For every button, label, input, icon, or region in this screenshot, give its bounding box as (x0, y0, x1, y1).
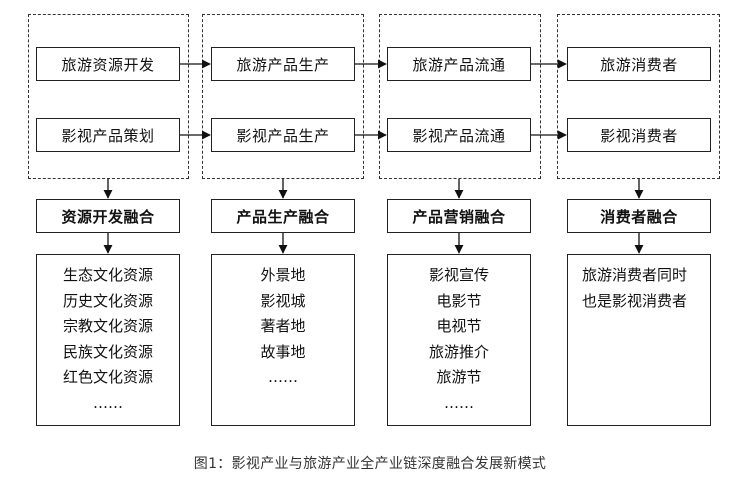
group-product-marketing (379, 14, 541, 179)
group-consumer (557, 14, 720, 179)
list-item: 电影节 (436, 291, 482, 310)
list-item: 历史文化资源 (62, 291, 153, 310)
tourism-product-production-box: 旅游产品生产 (211, 47, 355, 81)
tourism-product-circulation-box: 旅游产品流通 (387, 47, 531, 81)
resource-list: 生态文化资源 历史文化资源 宗教文化资源 民族文化资源 红色文化资源 …… (36, 254, 180, 426)
tourism-consumer-box: 旅游消费者 (567, 47, 711, 81)
film-product-circulation-box: 影视产品流通 (387, 118, 531, 152)
tourism-resource-development-box: 旅游资源开发 (36, 47, 180, 81)
list-item: 民族文化资源 (62, 342, 153, 361)
list-item: …… (268, 368, 298, 386)
consumer-description: 旅游消费者同时也是影视消费者 (567, 254, 711, 426)
list-item: 故事地 (260, 342, 306, 361)
list-item: 影视宣传 (428, 266, 489, 284)
list-item: …… (444, 393, 474, 412)
group-product-production (202, 14, 364, 179)
marketing-list: 影视宣传 电影节 电视节 旅游推介 旅游节 …… (387, 254, 531, 426)
list-item: 旅游推介 (428, 342, 489, 361)
group-resource-development (28, 14, 189, 179)
production-list: 外景地 影视城 著者地 故事地 …… (211, 254, 355, 426)
list-item: 外景地 (260, 266, 306, 284)
list-item: 影视城 (260, 291, 306, 310)
list-item: 红色文化资源 (62, 368, 153, 386)
list-item: 著者地 (260, 317, 306, 335)
product-production-fusion-header: 产品生产融合 (211, 199, 355, 233)
list-item: 生态文化资源 (62, 266, 153, 284)
list-item: 电视节 (436, 317, 482, 335)
consumer-fusion-header: 消费者融合 (567, 199, 711, 233)
figure-caption: 图1：影视产业与旅游产业全产业链深度融合发展新模式 (193, 456, 547, 472)
product-marketing-fusion-header: 产品营销融合 (387, 199, 531, 233)
film-product-planning-box: 影视产品策划 (36, 118, 180, 152)
list-item: 旅游节 (436, 368, 482, 386)
list-item: 宗教文化资源 (62, 317, 153, 335)
film-consumer-box: 影视消费者 (567, 118, 711, 152)
resource-development-fusion-header: 资源开发融合 (36, 199, 180, 233)
film-product-production-box: 影视产品生产 (211, 118, 355, 152)
list-item: …… (93, 393, 123, 412)
